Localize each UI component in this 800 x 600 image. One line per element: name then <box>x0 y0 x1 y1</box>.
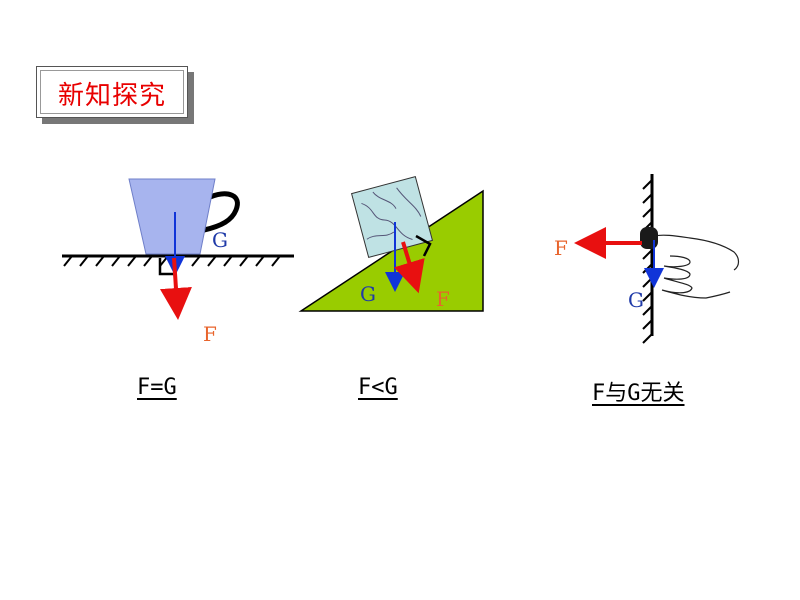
right-angle-mark <box>415 234 432 257</box>
panel-block-on-incline <box>298 175 484 312</box>
g-label-wall: G <box>628 288 644 312</box>
f-label-wall: F <box>554 236 568 260</box>
g-label-cup: G <box>212 228 228 252</box>
force-arrow-f <box>159 257 192 320</box>
relation-label-incline: F<G <box>358 375 398 400</box>
cup-handle <box>203 191 240 233</box>
title-box: 新知探究 <box>36 66 188 118</box>
page-title: 新知探究 <box>57 81 166 111</box>
cup-body <box>128 178 216 255</box>
panel-cup-on-ground <box>62 178 294 320</box>
stone-block <box>350 175 434 259</box>
hand-icon <box>653 234 740 299</box>
relation-label-wall: F与G无关 <box>592 381 685 406</box>
f-label-cup: F <box>203 322 217 346</box>
f-label-incline: F <box>436 287 450 311</box>
g-label-incline: G <box>360 282 376 306</box>
wall-hatch <box>642 174 654 344</box>
ground-hatch <box>62 254 294 267</box>
relation-label-cup: F=G <box>137 375 177 400</box>
panel-block-on-wall <box>574 174 740 344</box>
pressed-block <box>640 227 658 249</box>
force-arrow-f <box>394 241 425 294</box>
